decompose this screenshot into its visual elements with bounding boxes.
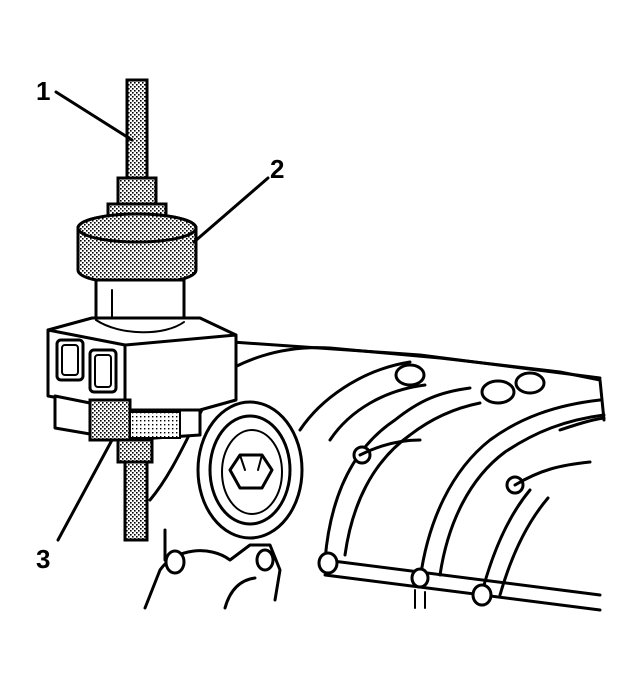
callout-2: 2 (192, 154, 284, 244)
callout-1: 1 (36, 76, 134, 142)
leader-line-2 (192, 176, 270, 244)
callout-3: 3 (36, 438, 114, 574)
leader-line-1 (54, 90, 134, 142)
block-ribs (298, 360, 606, 602)
bearing-bore (196, 400, 304, 540)
callout-label-2: 2 (270, 154, 284, 184)
lower-bracket (143, 543, 282, 610)
engine-block (143, 340, 606, 612)
leader-line-3 (56, 438, 114, 542)
bridge-adapter (46, 316, 238, 464)
callout-label-1: 1 (36, 76, 50, 106)
hex-bolt-head (228, 453, 274, 490)
knurled-body (76, 212, 198, 285)
lower-rail (317, 551, 602, 612)
callout-label-3: 3 (36, 544, 50, 574)
